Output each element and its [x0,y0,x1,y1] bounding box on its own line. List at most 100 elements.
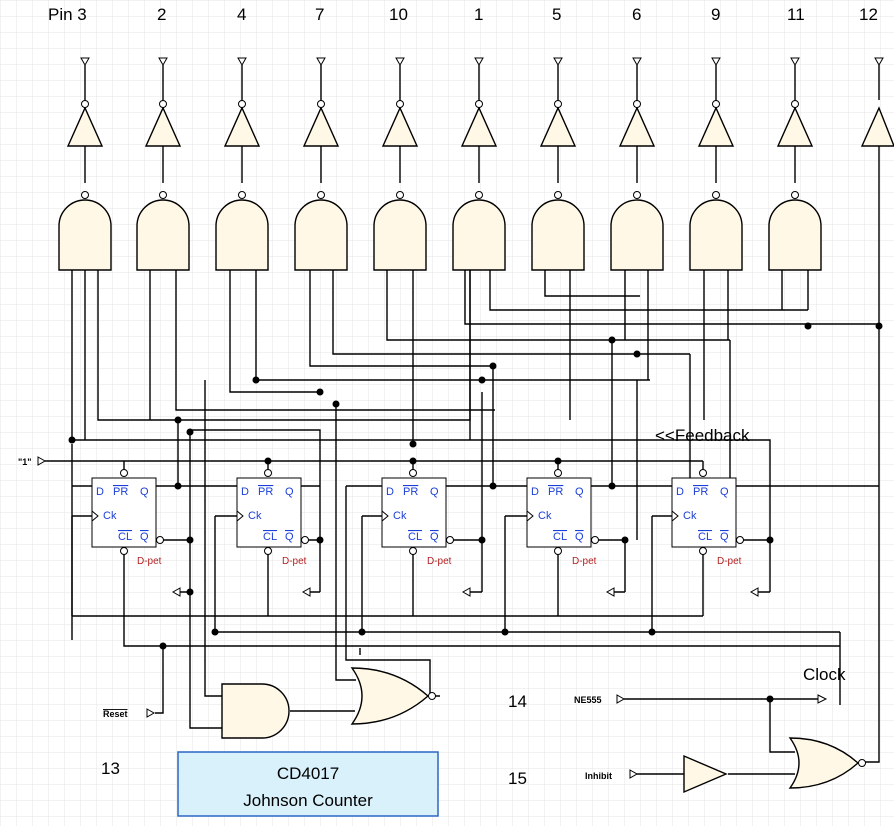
output-column-7 [539,57,577,199]
title-box-frame [177,751,439,817]
feedback-connector [605,587,615,597]
svg-text:Q: Q [720,486,729,498]
svg-text:CL: CL [263,531,277,543]
svg-text:PR: PR [113,486,128,498]
pin-label: 5 [552,5,561,24]
inverter-gate [66,106,104,147]
output-connector [158,57,168,67]
svg-text:Q: Q [140,486,149,498]
clock-output-connector [817,694,828,704]
output-connector [316,57,326,67]
and-gate [531,199,585,271]
title-line-2: Johnson Counter [243,791,373,810]
nor-gate [350,667,430,725]
ne555-label: NE555 [574,695,602,705]
and-gate [215,199,269,271]
svg-text:D-pet: D-pet [572,556,597,567]
svg-text:Q: Q [720,531,729,543]
one-input-label: "1" [18,457,32,467]
svg-text:PR: PR [258,486,273,498]
output-connector [790,57,800,67]
pin-label: 12 [859,5,878,24]
svg-text:D: D [676,486,684,498]
pin-label: 11 [787,5,805,24]
pin-label: 6 [632,5,641,24]
title-box: CD4017 Johnson Counter [177,751,439,817]
pin-label: Pin 3 [48,5,87,24]
pin-13-label: 13 [101,759,120,778]
clock-label: Clock [803,665,846,684]
svg-text:D: D [96,486,104,498]
feedback-label: <<Feedback [655,426,750,445]
svg-text:Ck: Ck [683,510,697,522]
svg-text:CL: CL [408,531,422,543]
flip-flop-2: D PR Q Ck CL Q D-pet [178,469,320,632]
clock-nor-gate [788,737,860,789]
svg-text:D: D [531,486,539,498]
and-gate [768,199,822,271]
svg-text:PR: PR [403,486,418,498]
inverter-gate [302,106,340,147]
inhibit-label: Inhibit [585,771,612,781]
output-column-5 [381,57,419,199]
inhibit-input-connector [629,769,639,779]
svg-text:PR: PR [548,486,563,498]
pin-label: 10 [389,5,408,24]
reset-label: Reset [103,709,128,719]
pin-15-label: 15 [508,769,527,788]
svg-text:Q: Q [140,531,149,543]
svg-text:CL: CL [118,531,132,543]
pin-label: 2 [157,5,166,24]
output-connector [711,57,721,67]
output-connector [553,57,563,67]
and-gate [58,199,112,271]
output-connector [395,57,405,67]
and-gate [610,199,664,271]
and-gate-reset [221,683,290,739]
svg-text:Q: Q [430,531,439,543]
output-column-11 [860,57,894,728]
inverter-gate [539,106,577,147]
flip-flop-body [526,477,592,548]
output-column-4 [302,57,340,199]
output-column-2 [144,57,182,199]
pin-14-label: 14 [508,692,527,711]
flip-flop-3: D PR Q Ck CL Q D-pet [345,469,493,696]
svg-text:D-pet: D-pet [427,556,452,567]
svg-text:D-pet: D-pet [717,556,742,567]
output-column-6 [460,57,498,199]
svg-text:CL: CL [698,531,712,543]
svg-text:Ck: Ck [393,510,407,522]
svg-text:Ck: Ck [538,510,552,522]
svg-text:D: D [241,486,249,498]
and-gate [689,199,743,271]
reset-input-connector [146,708,156,718]
output-column-3 [223,57,261,199]
flip-flop-body [381,477,447,548]
inverter-gate [618,106,656,147]
clock-bus [72,540,841,705]
output-connector [237,57,247,67]
and-gate [373,199,427,271]
title-line-1: CD4017 [277,764,339,783]
svg-text:PR: PR [693,486,708,498]
svg-text:Q: Q [285,531,294,543]
buffer-gate [860,106,894,147]
pin-label: 1 [474,5,483,24]
pin-label: 4 [237,5,246,24]
svg-text:Q: Q [575,486,584,498]
svg-text:Q: Q [430,486,439,498]
flip-flops: D PR Q Ck CL Q D-pet D PR Q Ck CL Q D-pe… [71,469,879,696]
output-column-8 [618,57,656,199]
feedback-connector [461,587,471,597]
one-input: "1" [18,456,704,470]
pin-label: 7 [315,5,324,24]
reset-logic: Reset 13 [101,592,440,778]
inverter-gate [144,106,182,147]
output-buffers [66,57,894,728]
svg-text:Ck: Ck [103,510,117,522]
svg-text:D: D [386,486,394,498]
output-connector [474,57,484,67]
